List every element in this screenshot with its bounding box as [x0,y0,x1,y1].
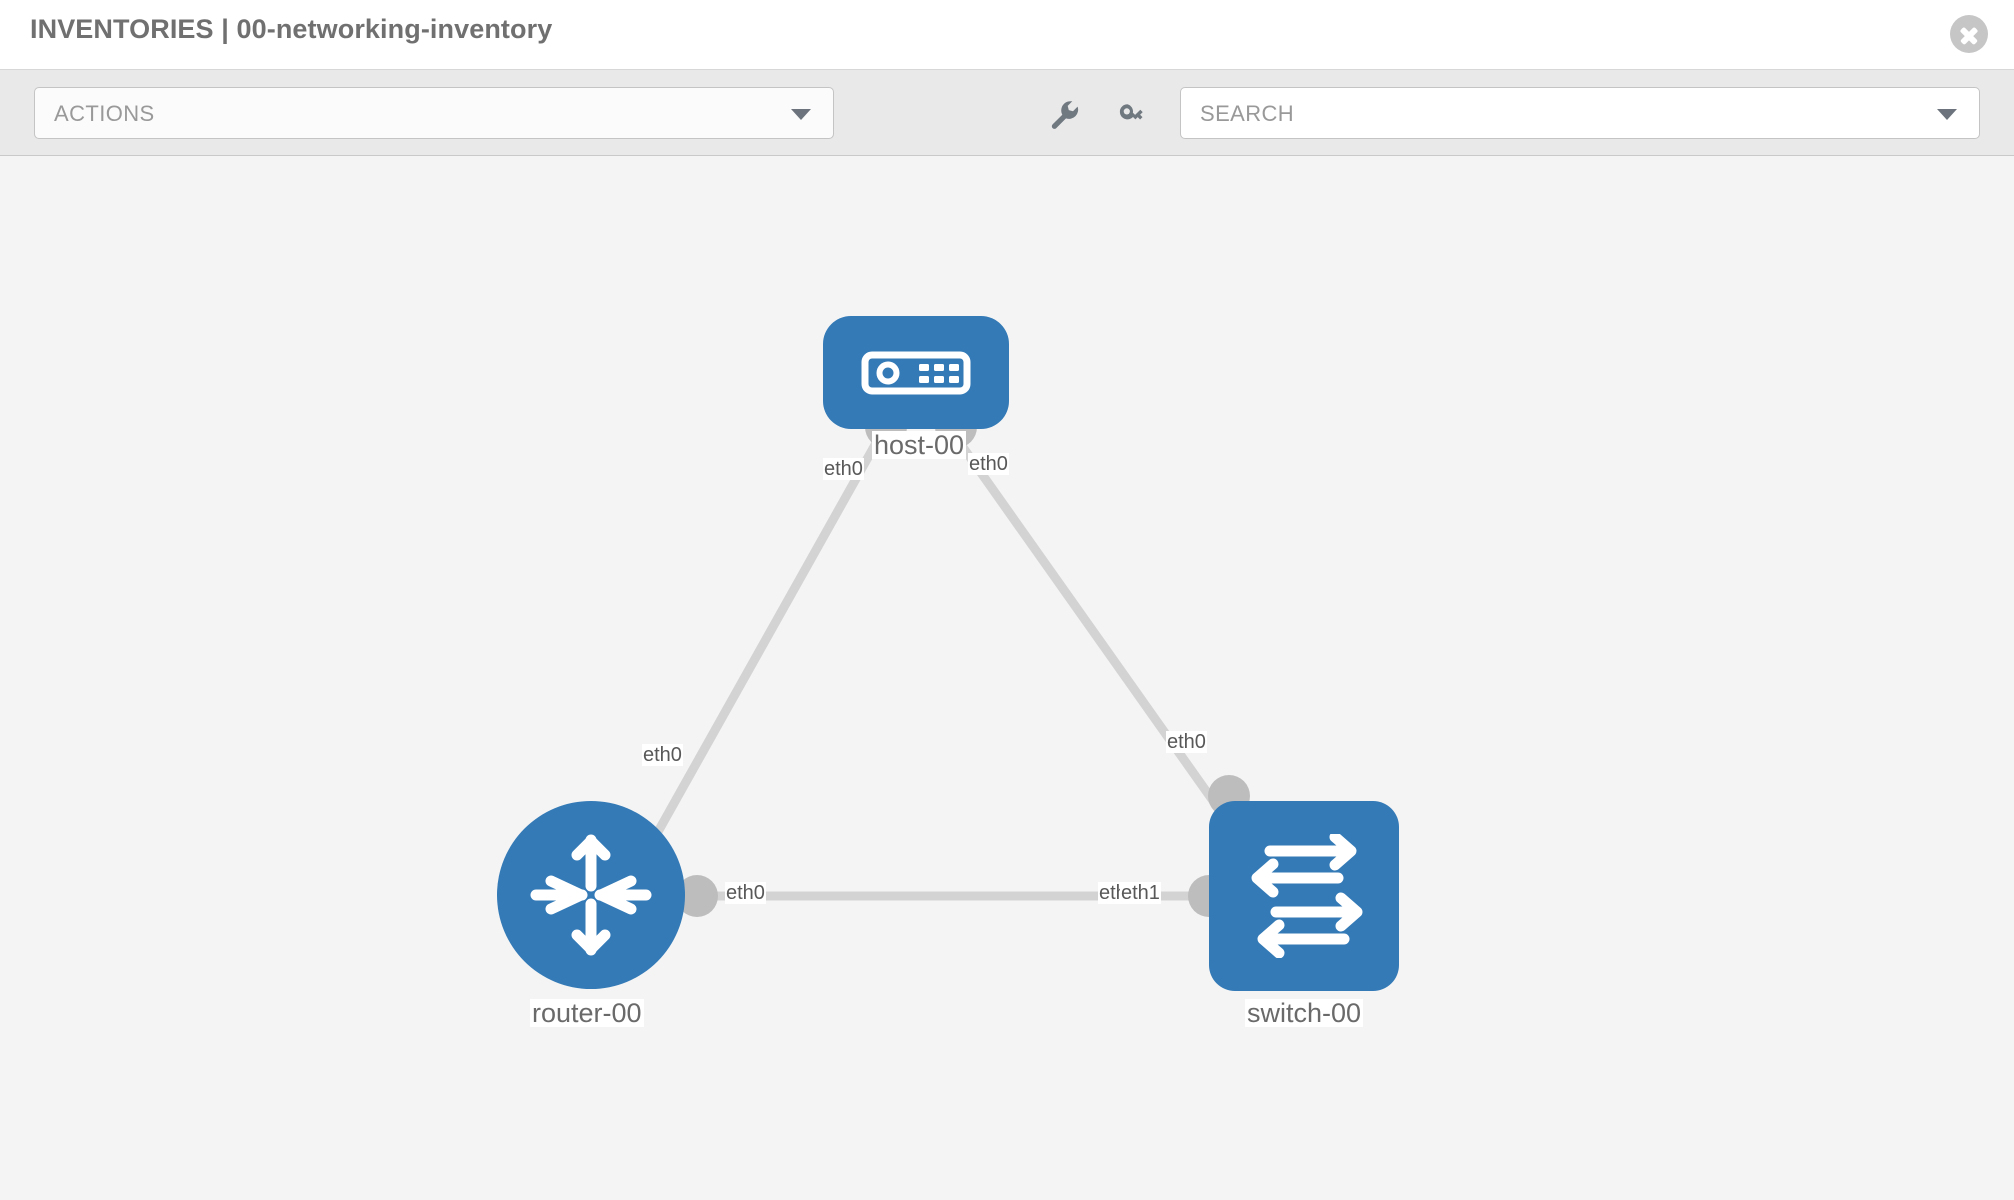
search-input[interactable]: SEARCH [1180,87,1980,139]
node-router-00[interactable] [497,801,685,989]
close-icon[interactable] [1950,15,1988,53]
page-title: INVENTORIES | 00-networking-inventory [30,14,553,44]
interface-label-host-right: eth0 [968,453,1009,475]
node-label-host-00: host-00 [872,430,967,460]
node-host-00[interactable] [823,316,1009,429]
topology-canvas[interactable]: host-00 --> switch-00 --> switch-00 --> [0,156,2014,1200]
interface-label-host-left: eth0 [823,458,864,480]
chevron-down-icon[interactable] [1937,109,1957,120]
topology-links: host-00 --> switch-00 --> switch-00 --> [646,433,1249,901]
interface-label-router-right: eth0 [725,882,766,904]
node-label-router-00: router-00 [530,998,644,1028]
actions-dropdown[interactable]: ACTIONS [34,87,834,139]
node-switch-00[interactable] [1209,801,1399,991]
interface-label-switch-up: eth0 [1166,731,1207,753]
wrench-icon[interactable] [1048,98,1082,132]
router-arrows-icon [530,834,652,956]
actions-dropdown-label: ACTIONS [54,101,155,126]
page-header: INVENTORIES | 00-networking-inventory [0,0,2014,70]
search-placeholder: SEARCH [1200,101,1295,126]
chevron-down-icon [791,109,811,120]
toolbar: ACTIONS SEARCH [0,70,2014,156]
key-icon[interactable] [1115,98,1149,132]
switch-arrows-icon [1251,834,1363,958]
interface-label-switch-left-b: eth1 [1120,882,1161,904]
node-label-switch-00: switch-00 [1245,998,1364,1028]
link-host-switch [951,433,1249,849]
interface-label-router-up: eth0 [642,744,683,766]
server-icon [861,351,971,394]
link-router-host [646,433,884,849]
